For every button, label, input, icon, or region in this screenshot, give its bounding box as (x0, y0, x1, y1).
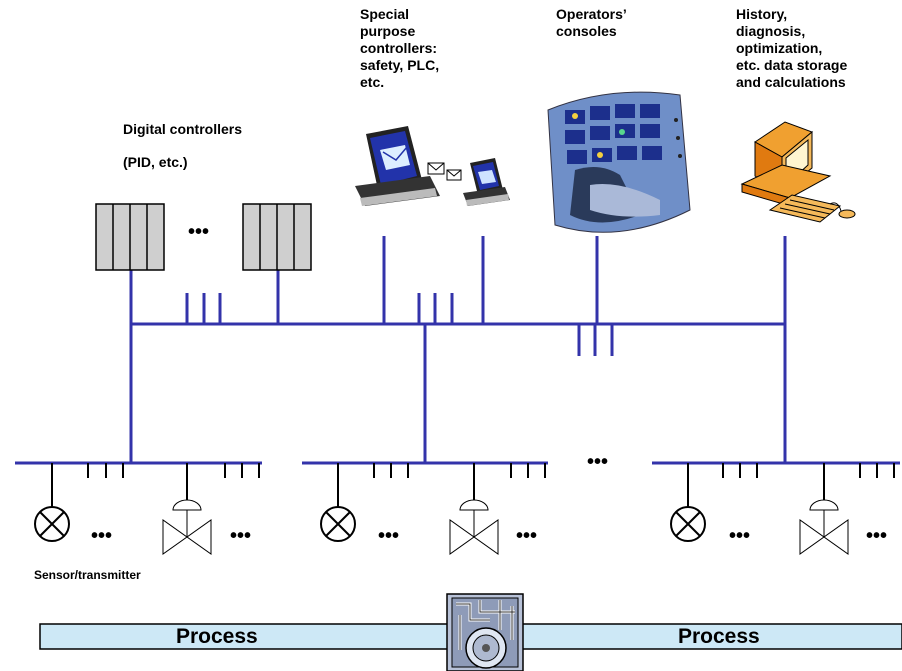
ellipsis-field-6: ••• (866, 525, 888, 547)
field-bus-ticks (51, 463, 895, 507)
control-valve-icon (162, 499, 212, 555)
sensor-transmitter-label: Sensor/transmitter (34, 568, 141, 582)
ellipsis-field-4: ••• (516, 525, 538, 547)
controller-rack-icon (242, 203, 312, 271)
ellipsis-fieldbuses: ••• (587, 451, 609, 473)
process-plant-icon (446, 593, 524, 671)
envelope-icon (427, 162, 462, 181)
operator-console-icon (547, 91, 691, 233)
ellipsis-field-2: ••• (230, 525, 252, 547)
sensor-transmitter-icon (320, 506, 356, 542)
workstation-icon (355, 126, 440, 206)
process-label-right: Process (678, 625, 760, 648)
history-diagnosis-label: History, diagnosis, optimization, etc. d… (736, 6, 848, 90)
workstation-icon (463, 158, 510, 206)
ellipsis-field-1: ••• (91, 525, 113, 547)
sensor-transmitter-icon (34, 506, 70, 542)
pc-computer-icon (740, 121, 856, 223)
ellipsis-controllers: ••• (188, 221, 210, 243)
process-label-left: Process (176, 625, 258, 648)
controller-rack-icon (95, 203, 165, 271)
ellipsis-field-5: ••• (729, 525, 751, 547)
control-valve-icon (799, 499, 849, 555)
digital-controllers-sublabel: (PID, etc.) (123, 154, 188, 170)
digital-controllers-label: Digital controllers (123, 121, 243, 137)
ellipsis-field-3: ••• (378, 525, 400, 547)
sensor-transmitter-icon (670, 506, 706, 542)
control-valve-icon (449, 499, 499, 555)
operators-consoles-label: Operators’ consoles (556, 6, 627, 39)
special-purpose-controllers-label: Special purpose controllers: safety, PLC… (360, 6, 440, 90)
control-network-bus (129, 236, 787, 463)
